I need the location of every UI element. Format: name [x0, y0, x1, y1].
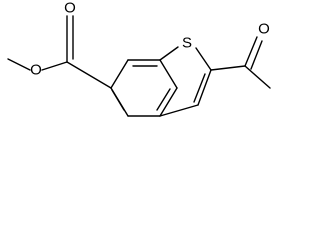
bond-acetyl-co-2: [250, 40, 263, 70]
bond-c7a-c3a-inner: [156, 88, 171, 111]
acetyl-oxygen-label: O: [258, 21, 270, 38]
bond-acetyl-methyl: [244, 65, 271, 89]
bond-c7-c7a: [159, 59, 178, 89]
bond-c2-c3: [197, 69, 212, 106]
bond-c5-c6: [110, 59, 129, 89]
bond-c3-c3a: [159, 104, 199, 117]
bond-s-c2: [195, 47, 212, 71]
bond-ester-o-methyl: [7, 58, 31, 71]
bond-c7a-s: [159, 46, 179, 61]
bond-ester-c-o: [41, 61, 68, 71]
ester-ether-oxygen-label: O: [30, 62, 42, 79]
benzothiophene-structure: S O O O: [7, 0, 271, 117]
ester-carbonyl-oxygen-label: O: [64, 0, 76, 17]
structure-canvas: S O O O: [7, 0, 271, 117]
sulfur-atom-label: S: [182, 35, 192, 52]
bond-c7a-c3a: [159, 87, 178, 117]
bond-c4-c5-inner: [111, 89, 125, 111]
bond-c2-c3-inner: [193, 73, 206, 103]
bond-acetyl-co-1: [244, 36, 258, 67]
bond-c5-ester-carbon: [66, 61, 112, 89]
bond-c2-carbonyl: [210, 65, 246, 71]
